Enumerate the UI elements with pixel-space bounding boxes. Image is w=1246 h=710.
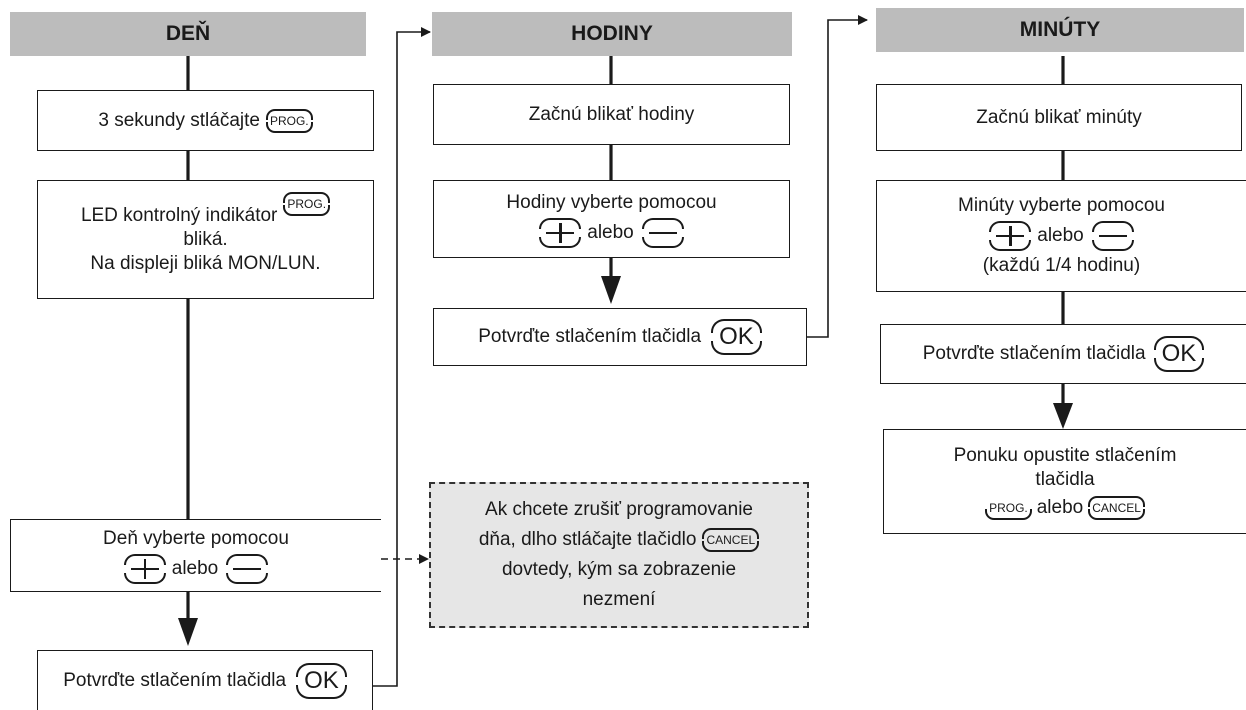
ok-key-icon: OK (296, 662, 347, 699)
quarter-hour-note: (každú 1/4 hodinu) (982, 255, 1141, 276)
hours-step-select: Hodiny vyberte pomocou alebo (433, 180, 790, 258)
minus-key-icon (1091, 221, 1134, 251)
day-to-hours-link (373, 27, 431, 687)
minus-key-icon (226, 554, 269, 584)
cancel-programming-note: Ak chcete zrušiť programovanie dňa, dlho… (429, 482, 809, 628)
day-step-hold-prog: 3 sekundy stláčajte PROG. (37, 90, 374, 151)
hours-arrow-head (601, 276, 621, 304)
confirm-text: Potvrďte stlačením tlačidla (922, 343, 1146, 364)
or-text: alebo (171, 558, 219, 579)
plus-key-icon (539, 217, 582, 248)
minutes-step-select: Minúty vyberte pomocou alebo (každú 1/4 … (876, 180, 1246, 292)
ok-key-icon: OK (1153, 336, 1205, 372)
prog-key-icon: PROG. (985, 496, 1032, 520)
minutes-step-exit: Ponuku opustite stlačením tlačidla PROG.… (883, 429, 1246, 534)
day-step-confirm: Potvrďte stlačením tlačidla OK (37, 650, 373, 710)
select-hours-text: Hodiny vyberte pomocou (506, 191, 717, 213)
led-blinks-text: bliká. (183, 228, 228, 250)
select-day-text: Deň vyberte pomocou (103, 528, 289, 549)
minutes-step-blinking: Začnú blikať minúty (876, 84, 1242, 151)
plus-key-icon (989, 221, 1032, 251)
day-step-select-day: Deň vyberte pomocou alebo (10, 519, 381, 592)
or-text: alebo (1037, 225, 1084, 246)
hours-blinking-text: Začnú blikať hodiny (528, 103, 695, 125)
cancel-key-icon: CANCEL (702, 528, 759, 552)
prog-key-icon: PROG. (265, 108, 313, 133)
cancel-note-line-2: dňa, dlho stláčajte tlačidlo (478, 529, 697, 550)
or-text: alebo (1036, 496, 1084, 518)
prog-key-icon: PROG. (283, 191, 330, 216)
display-blinks-text: Na displeji bliká MON/LUN. (90, 252, 321, 274)
select-minutes-text: Minúty vyberte pomocou (958, 195, 1165, 216)
ok-key-icon: OK (711, 319, 762, 355)
minutes-header: MINÚTY (876, 8, 1244, 52)
confirm-text: Potvrďte stlačením tlačidla (63, 669, 287, 691)
day-arrow-head (178, 618, 198, 646)
hours-step-blinking: Začnú blikať hodiny (433, 84, 790, 145)
cancel-key-icon: CANCEL (1088, 495, 1145, 520)
cancel-note-line-1: Ak chcete zrušiť programovanie (485, 499, 753, 520)
day-step-hold-prog-text: 3 sekundy stláčajte (98, 109, 260, 131)
day-header: DEŇ (10, 12, 366, 56)
hours-step-confirm: Potvrďte stlačením tlačidla OK (433, 308, 807, 366)
minutes-step-confirm: Potvrďte stlačením tlačidla OK (880, 324, 1246, 384)
plus-key-icon (123, 554, 166, 584)
confirm-text: Potvrďte stlačením tlačidla (478, 326, 702, 347)
minutes-blinking-text: Začnú blikať minúty (976, 106, 1142, 128)
or-text: alebo (587, 221, 634, 243)
exit-menu-text-2: tlačidla (1035, 468, 1095, 490)
minutes-arrow-head (1053, 403, 1073, 429)
day-step-led-indicator: LED kontrolný indikátor PROG. bliká. Na … (37, 180, 374, 299)
hours-to-minutes-link (807, 15, 868, 338)
exit-menu-text: Ponuku opustite stlačením (953, 444, 1177, 466)
led-indicator-text: LED kontrolný indikátor (80, 204, 278, 226)
minus-key-icon (641, 217, 684, 248)
cancel-note-line-4: nezmení (582, 589, 656, 610)
cancel-note-line-3: dovtedy, kým sa zobrazenie (501, 559, 737, 580)
hours-header: HODINY (432, 12, 792, 56)
